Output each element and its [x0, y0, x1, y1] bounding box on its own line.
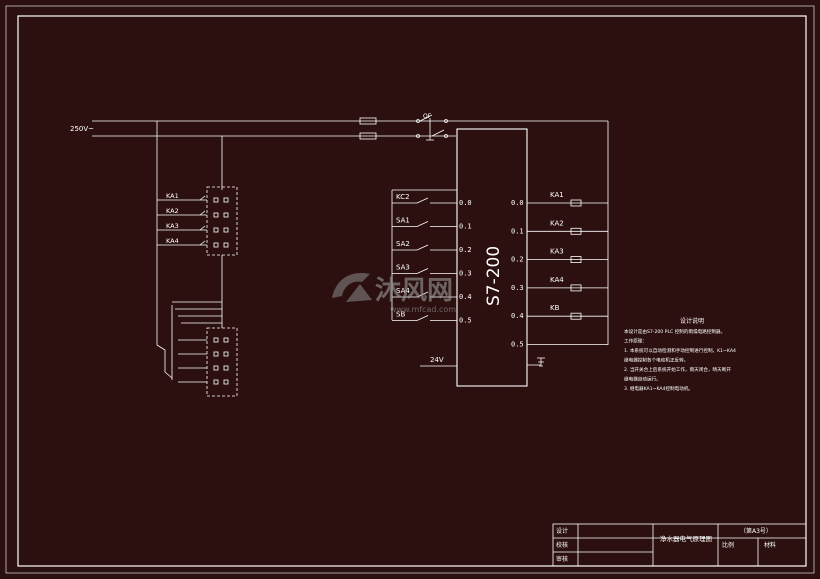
contact-icon	[199, 195, 206, 201]
design-notes: 设计说明 本设计是由S7-200 PLC 控制的雨燥电路控制器。工作原理： 1. …	[624, 317, 736, 392]
contact-icon	[199, 240, 206, 246]
watermark-url: www.mfcad.com	[390, 305, 456, 314]
terminal-icon	[223, 365, 229, 371]
output-label: KA2	[550, 219, 564, 227]
terminal-icon	[213, 379, 219, 385]
output-label: KA3	[550, 248, 564, 256]
contact-icon	[199, 225, 206, 231]
input-label: SA4	[396, 287, 410, 295]
supply-label: 250V~	[70, 125, 94, 133]
coil-icon	[570, 199, 582, 207]
plc-power: 24V	[430, 356, 444, 364]
terminal-icon	[223, 212, 229, 218]
contact-icon	[199, 210, 206, 216]
terminal-icon	[213, 351, 219, 357]
output-address: 0.2	[511, 256, 524, 264]
terminal-icon	[213, 227, 219, 233]
tb-material: 材料	[764, 541, 776, 549]
switch-contact-icon	[416, 197, 429, 204]
motor-wire	[156, 344, 173, 379]
tb-scale: 比例	[722, 541, 734, 549]
tb-designer: 设计	[556, 527, 568, 535]
output-label: KA1	[550, 191, 564, 199]
switch-contact-icon	[416, 291, 429, 298]
relay-label: KA4	[166, 237, 179, 245]
switch-contact-icon	[416, 244, 429, 251]
coil-icon	[570, 284, 582, 292]
watermark-logo-icon	[332, 273, 372, 302]
relay-label: KA2	[166, 207, 179, 215]
input-label: KC2	[396, 193, 410, 201]
ground-symbol	[527, 357, 545, 367]
note-line: 1. 本系统可以自动检测和手动控制进行控制，K1~KA4	[624, 347, 736, 354]
notes-title: 设计说明	[680, 317, 704, 325]
terminal-icon	[213, 242, 219, 248]
watermark-brand: 沐风网	[375, 276, 453, 306]
output-address: 0.5	[511, 341, 524, 349]
tb-sheet: （第A3号）	[740, 527, 772, 535]
terminal-icon	[223, 351, 229, 357]
note-line: 继电器控制各个电动机正反转。	[624, 357, 688, 364]
input-address: 0.3	[459, 270, 472, 278]
output-label: KA4	[550, 276, 564, 284]
coil-icon	[570, 312, 582, 320]
plc-name: S7-200	[484, 246, 504, 306]
input-address: 0.1	[459, 223, 472, 231]
outer-border	[5, 5, 815, 574]
note-line: 3. 继电器KA1~KA4控制电动机。	[624, 385, 693, 392]
input-label: SA3	[396, 264, 410, 272]
relay-block-2	[206, 327, 238, 397]
input-address: 0.5	[459, 317, 472, 325]
inner-border	[17, 15, 807, 567]
relay-label: KA1	[166, 192, 179, 200]
input-label: SB	[396, 311, 405, 319]
terminal-icon	[223, 379, 229, 385]
coil-icon	[570, 256, 582, 264]
output-address: 0.0	[511, 199, 524, 207]
tb-drawing-title: 净水器电气原理图	[660, 534, 712, 543]
input-label: SA2	[396, 240, 410, 248]
terminal-icon	[213, 197, 219, 203]
input-address: 0.4	[459, 293, 472, 301]
note-line: 工作原理：	[624, 338, 647, 345]
terminal-icon	[223, 227, 229, 233]
title-block: 设计 校核 审核 净水器电气原理图 （第A3号） 比例 材料	[552, 523, 807, 567]
relay-block-1	[206, 186, 238, 256]
input-address: 0.0	[459, 199, 472, 207]
watermark: 沐风网 www.mfcad.com	[332, 273, 456, 314]
coil-icon	[570, 227, 582, 235]
terminal-icon	[223, 197, 229, 203]
relay-label: KA3	[166, 222, 179, 230]
note-line: 2. 当开关合上后系统开始工作，雨天闭合，晴天断开	[624, 366, 731, 373]
switch-contact-icon	[416, 221, 429, 227]
fuse-2	[359, 132, 377, 140]
output-address: 0.1	[511, 227, 524, 235]
terminal-icon	[213, 365, 219, 371]
terminal-icon	[223, 242, 229, 248]
input-address: 0.2	[459, 246, 472, 254]
output-label: KB	[550, 304, 560, 312]
plc-box	[456, 128, 528, 387]
tb-checker: 校核	[556, 541, 568, 549]
switch-contact-icon	[416, 268, 429, 274]
fuse-1	[359, 117, 377, 125]
terminal-icon	[213, 212, 219, 218]
output-address: 0.3	[511, 284, 524, 292]
output-address: 0.4	[511, 312, 524, 320]
input-label: SA1	[396, 217, 410, 225]
tb-reviewer: 审核	[556, 555, 568, 563]
breaker-symbol	[419, 114, 445, 141]
note-line: 继电器自动运行。	[624, 376, 661, 383]
terminal-icon	[223, 337, 229, 343]
terminal-icon	[213, 337, 219, 343]
note-line: 本设计是由S7-200 PLC 控制的雨燥电路控制器。	[624, 328, 725, 335]
breaker-label: QF	[423, 113, 432, 120]
switch-contact-icon	[416, 315, 429, 321]
